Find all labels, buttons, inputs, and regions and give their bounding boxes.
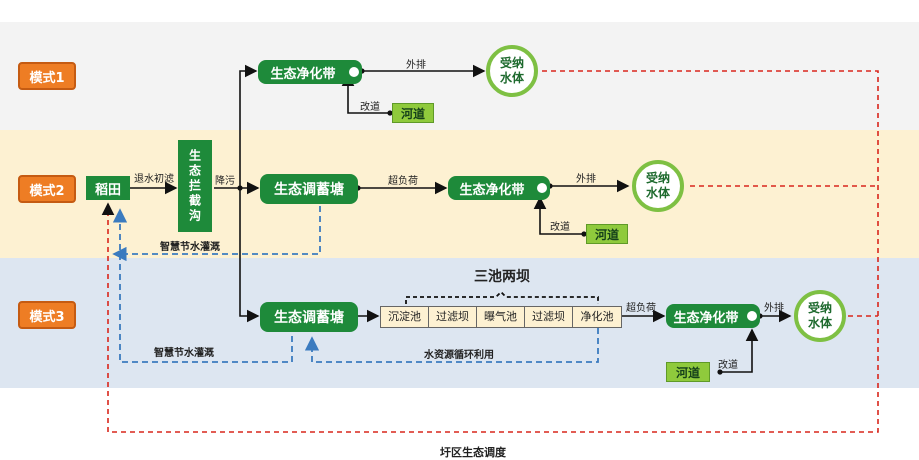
- mode3-label: 模式3: [18, 301, 76, 329]
- water-recycle-loop: [304, 328, 599, 363]
- chain-cell-purification: 净化池: [580, 310, 614, 323]
- mode3-overload-label: 超负荷: [626, 303, 656, 314]
- treatment-chain: 沉淀池 过滤坝 曝气池 过滤坝 净化池: [380, 306, 622, 328]
- three-ponds-bracket: [405, 290, 599, 304]
- mode3-river: 河道: [666, 362, 710, 382]
- mode3-smart-irrigation-label: 智慧节水灌溉: [154, 348, 214, 359]
- arrow-to-mode1: [239, 64, 258, 188]
- smart-irrigation-mode3: [112, 208, 293, 363]
- mode1-purification-belt: 生态净化带: [258, 60, 362, 84]
- polder-dispatch-loop: [101, 70, 879, 433]
- chain-cell-filter-dam-2: 过滤坝: [525, 307, 573, 327]
- chain-cell-filter-dam-1: 过滤坝: [429, 307, 477, 327]
- mode1-divert-label: 改道: [360, 102, 380, 113]
- intercept-ditch-box: 生态拦截沟: [178, 140, 212, 232]
- mode1-receiving-water: 受纳 水体: [486, 45, 538, 97]
- mode2-label: 模式2: [18, 175, 76, 203]
- mode2-receiving-water: 受纳 水体: [632, 160, 684, 212]
- mode2-smart-irrigation-label: 智慧节水灌溉: [160, 242, 220, 253]
- mode1-band: [0, 22, 919, 130]
- mode2-discharge-label: 外排: [576, 174, 596, 185]
- arrow-to-mode3: [239, 188, 260, 323]
- mode1-discharge-label: 外排: [406, 60, 426, 71]
- polder-dispatch-label: 圩区生态调度: [440, 446, 506, 459]
- mode2-purification-belt: 生态净化带: [448, 176, 550, 200]
- reduce-pollution-label: 降污: [215, 176, 235, 187]
- mode2-overload-label: 超负荷: [388, 176, 418, 187]
- rice-field-box: 稻田: [86, 176, 130, 200]
- water-recycle-label: 水资源循环利用: [424, 350, 494, 361]
- chain-cell-sedimentation: 沉淀池: [381, 307, 429, 327]
- mode1-label: 模式1: [18, 62, 76, 90]
- mode2-storage-pond: 生态调蓄塘: [260, 174, 358, 204]
- mode2-river: 河道: [586, 224, 628, 244]
- mode3-receiving-water: 受纳 水体: [794, 290, 846, 342]
- chain-cell-aeration: 曝气池: [477, 307, 525, 327]
- smart-irrigation-mode2: [112, 206, 321, 262]
- mode3-storage-pond: 生态调蓄塘: [260, 302, 358, 332]
- mode3-discharge-label: 外排: [764, 303, 784, 314]
- mode1-river: 河道: [392, 103, 434, 123]
- drain-initial-filter-label: 退水初滤: [134, 174, 174, 185]
- mode3-purification-belt: 生态净化带: [666, 304, 760, 328]
- three-ponds-two-dams-title: 三池两坝: [474, 269, 530, 285]
- mode3-divert-label: 改道: [718, 360, 738, 371]
- mode2-divert-label: 改道: [550, 222, 570, 233]
